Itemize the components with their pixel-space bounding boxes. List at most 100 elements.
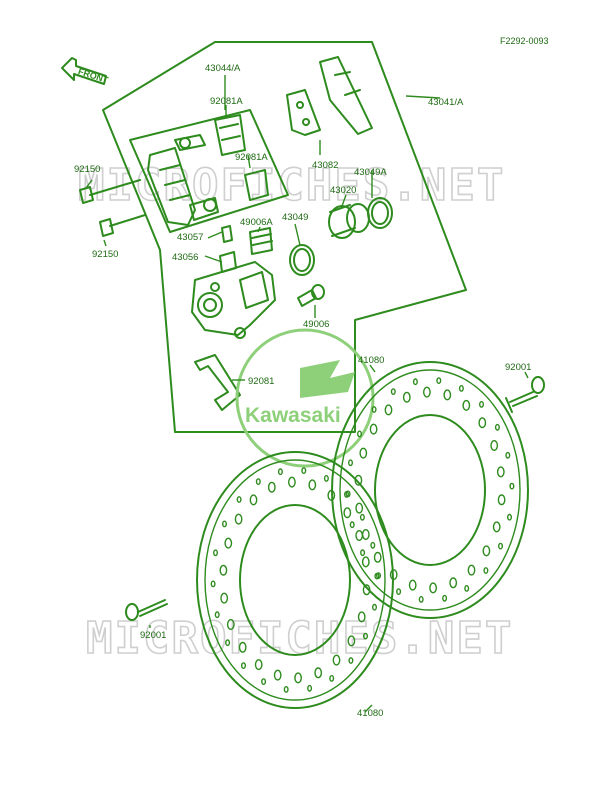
disc-hole <box>323 474 329 482</box>
disc-hole <box>373 551 382 563</box>
disc-hole <box>492 521 501 533</box>
label-43057: 43057 <box>177 232 203 243</box>
front-arrow-icon: FRONT <box>61 57 110 85</box>
caliper-body <box>191 261 276 339</box>
disc-hole <box>396 588 402 595</box>
disc-hole <box>498 542 504 550</box>
disc-hole <box>436 377 442 384</box>
disc-hole <box>442 594 448 602</box>
label-92001-left: 92001 <box>140 630 166 641</box>
disc-hole <box>494 423 500 431</box>
disc-hole <box>214 611 220 619</box>
bleed-valve <box>219 225 237 273</box>
disc-hole <box>490 440 499 452</box>
disc-hole <box>479 400 485 408</box>
disc-hole <box>357 611 366 623</box>
label-43044A: 43044/A <box>205 63 241 74</box>
label-43082: 43082 <box>312 160 338 171</box>
label-43020: 43020 <box>330 185 356 196</box>
disc-hole <box>429 582 437 594</box>
label-43049: 43049 <box>282 212 308 223</box>
disc-hole <box>464 585 470 592</box>
disc-hole <box>254 659 263 671</box>
disc-hole <box>412 378 418 386</box>
label-49006: 49006 <box>303 319 329 330</box>
watermark-bottom: MICROFICHES.NET <box>86 613 513 664</box>
disc-hole <box>267 481 276 493</box>
disc-hole <box>249 494 258 506</box>
disc-hole <box>355 502 364 514</box>
disc-hole <box>294 672 302 684</box>
bolt-92001-left <box>125 599 168 621</box>
disc-hole <box>287 476 296 488</box>
figure-code: F2292-0093 <box>500 36 549 46</box>
disc-hole <box>478 417 487 429</box>
disc-hole <box>236 496 242 503</box>
disc-hole <box>301 467 307 474</box>
brake-pad-inner <box>286 89 321 136</box>
disc-hole <box>240 662 246 669</box>
disc-hole <box>238 641 247 653</box>
disc-hole <box>458 384 464 392</box>
disc-hole <box>314 667 323 679</box>
pad-spring-92081 <box>194 354 241 411</box>
disc-hole <box>507 513 513 521</box>
disc-hole <box>422 386 431 398</box>
disc-hole <box>418 596 424 603</box>
disc-hole <box>261 678 267 685</box>
disc-hole <box>449 577 458 589</box>
label-92081: 92081 <box>248 376 274 387</box>
label-92150-bottom: 92150 <box>92 249 118 260</box>
brake-disc-rear <box>331 361 529 619</box>
seal-43049A <box>367 197 393 229</box>
disc-hole <box>363 632 369 640</box>
disc-hole <box>219 564 228 576</box>
disc-hole <box>308 479 317 491</box>
disc-hole <box>509 482 515 490</box>
disc-hole <box>283 686 289 693</box>
disc-hole <box>369 423 378 435</box>
label-43056: 43056 <box>172 252 198 263</box>
disc-hole <box>497 494 506 506</box>
disc-hole <box>234 513 243 525</box>
disc-hole <box>355 530 364 542</box>
label-92150-top: 92150 <box>74 164 100 175</box>
caliper-bracket-part <box>147 134 219 226</box>
disc-hole <box>349 521 355 529</box>
label-43049A: 43049A <box>354 167 387 178</box>
label-92001-right: 92001 <box>505 362 531 373</box>
disc-hole <box>273 669 282 681</box>
disc-hole <box>212 549 218 557</box>
pin-49006 <box>297 284 325 307</box>
disc-hole <box>224 537 233 549</box>
disc-hole <box>443 389 452 401</box>
disc-hole <box>496 466 505 478</box>
disc-hole <box>329 675 335 682</box>
bracket-subassembly-outline <box>129 109 289 233</box>
disc-hole <box>348 459 354 467</box>
label-92081A-lower: 92081A <box>235 152 268 163</box>
front-label: FRONT <box>77 66 110 85</box>
brake-pad-outer <box>319 56 373 135</box>
disc-hole <box>348 657 354 664</box>
disc-hole <box>370 541 376 549</box>
disc-hole <box>505 451 511 459</box>
seal-43049 <box>289 244 315 276</box>
disc-hole <box>307 684 313 692</box>
label-43041A: 43041/A <box>428 97 464 108</box>
label-41080-top: 41080 <box>358 355 384 366</box>
disc-hole <box>277 468 283 476</box>
disc-hole <box>221 520 227 528</box>
disc-hole <box>361 556 370 568</box>
clip-92081A-lower <box>244 169 269 201</box>
disc-hole <box>372 603 378 611</box>
kawasaki-logo-text: Kawasaki <box>245 404 341 427</box>
disc-hole <box>362 584 371 596</box>
label-41080-bottom: 41080 <box>357 708 383 719</box>
brake-disc-front <box>196 451 394 709</box>
disc-hole <box>462 399 471 411</box>
disc-hole <box>402 391 411 403</box>
disc-hole <box>347 635 356 647</box>
disc-hole <box>225 639 231 647</box>
